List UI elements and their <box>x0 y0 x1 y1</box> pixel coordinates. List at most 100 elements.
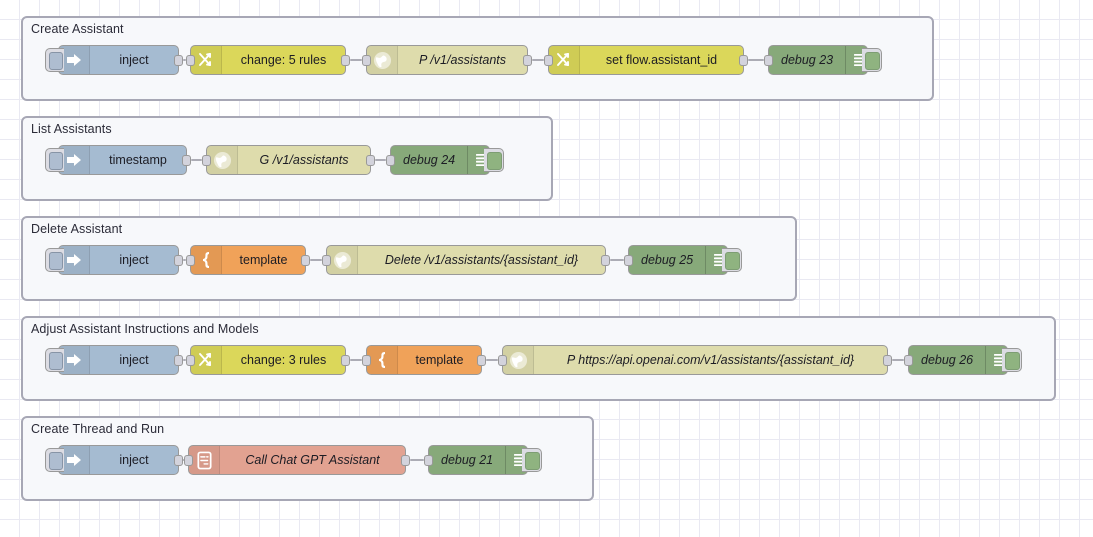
node-link-wire[interactable] <box>183 59 186 61</box>
inject-trigger-button[interactable] <box>45 248 64 272</box>
node-label: debug 24 <box>403 153 456 167</box>
node-input-port[interactable] <box>362 355 371 366</box>
node-link-wire[interactable] <box>310 259 322 261</box>
node-output-port[interactable] <box>174 55 183 66</box>
node-input-port[interactable] <box>904 355 913 366</box>
debug-toggle-button[interactable] <box>862 48 882 72</box>
node-input-port[interactable] <box>544 55 553 66</box>
debug-toggle-button[interactable] <box>484 148 504 172</box>
node-inject[interactable]: inject <box>45 45 183 75</box>
inject-arrow-icon <box>59 146 90 174</box>
node-link-wire[interactable] <box>183 459 184 461</box>
node-http-request[interactable]: P https://api.openai.com/v1/assistants/{… <box>498 345 892 375</box>
node-inject[interactable]: inject <box>45 345 183 375</box>
node-input-port[interactable] <box>424 455 433 466</box>
node-label: debug 25 <box>641 253 694 267</box>
node-output-port[interactable] <box>174 255 183 266</box>
node-change[interactable]: change: 5 rules <box>186 45 350 75</box>
node-output-port[interactable] <box>341 355 350 366</box>
node-label: inject <box>119 353 149 367</box>
node-input-port[interactable] <box>186 355 195 366</box>
node-label: template <box>415 353 464 367</box>
node-inject[interactable]: timestamp <box>45 145 191 175</box>
node-label: G /v1/assistants <box>259 153 349 167</box>
node-output-port[interactable] <box>174 355 183 366</box>
node-input-port[interactable] <box>386 155 395 166</box>
node-output-port[interactable] <box>523 55 532 66</box>
node-input-port[interactable] <box>202 155 211 166</box>
node-input-port[interactable] <box>184 455 193 466</box>
node-output-port[interactable] <box>401 455 410 466</box>
node-input-port[interactable] <box>498 355 507 366</box>
inject-trigger-button[interactable] <box>45 148 64 172</box>
node-link-wire[interactable] <box>410 459 424 461</box>
node-label: set flow.assistant_id <box>605 53 718 67</box>
node-link-wire[interactable] <box>532 59 544 61</box>
group-label: Create Assistant <box>31 22 124 36</box>
node-inject[interactable]: inject <box>45 445 183 475</box>
node-inject[interactable]: inject <box>45 245 183 275</box>
node-link-wire[interactable] <box>183 359 186 361</box>
node-http-request[interactable]: Delete /v1/assistants/{assistant_id} <box>322 245 610 275</box>
inject-trigger-button[interactable] <box>45 448 64 472</box>
node-input-port[interactable] <box>764 55 773 66</box>
node-link-wire[interactable] <box>610 259 624 261</box>
node-http-request[interactable]: G /v1/assistants <box>202 145 375 175</box>
node-output-port[interactable] <box>174 455 183 466</box>
node-input-port[interactable] <box>322 255 331 266</box>
node-output-port[interactable] <box>739 55 748 66</box>
node-output-port[interactable] <box>301 255 310 266</box>
inject-trigger-button[interactable] <box>45 348 64 372</box>
node-link-wire[interactable] <box>375 159 386 161</box>
node-output-port[interactable] <box>477 355 486 366</box>
debug-toggle-button[interactable] <box>522 448 542 472</box>
node-change[interactable]: change: 3 rules <box>186 345 350 375</box>
node-input-port[interactable] <box>624 255 633 266</box>
node-http-request[interactable]: P /v1/assistants <box>362 45 532 75</box>
inject-arrow-icon <box>59 346 90 374</box>
node-link-wire[interactable] <box>183 259 186 261</box>
node-output-port[interactable] <box>601 255 610 266</box>
node-label: inject <box>119 253 149 267</box>
node-template[interactable]: template <box>186 245 310 275</box>
node-label: inject <box>119 53 149 67</box>
node-link-wire[interactable] <box>350 59 362 61</box>
inject-trigger-button[interactable] <box>45 48 64 72</box>
node-input-port[interactable] <box>186 255 195 266</box>
change-swap-icon <box>191 346 222 374</box>
node-link-wire[interactable] <box>191 159 202 161</box>
node-debug[interactable]: debug 24 <box>386 145 504 175</box>
node-set-flow[interactable]: set flow.assistant_id <box>544 45 748 75</box>
change-swap-icon <box>191 46 222 74</box>
node-debug[interactable]: debug 23 <box>764 45 882 75</box>
node-label: Delete /v1/assistants/{assistant_id} <box>384 253 579 267</box>
node-template[interactable]: template <box>362 345 486 375</box>
template-brace-icon <box>367 346 398 374</box>
inject-arrow-icon <box>59 46 90 74</box>
node-link-wire[interactable] <box>892 359 904 361</box>
node-output-port[interactable] <box>182 155 191 166</box>
function-icon <box>189 446 220 474</box>
node-debug[interactable]: debug 21 <box>424 445 542 475</box>
node-input-port[interactable] <box>362 55 371 66</box>
node-label: P https://api.openai.com/v1/assistants/{… <box>566 353 855 367</box>
node-debug[interactable]: debug 25 <box>624 245 742 275</box>
node-output-port[interactable] <box>883 355 892 366</box>
node-input-port[interactable] <box>186 55 195 66</box>
node-link-wire[interactable] <box>350 359 362 361</box>
group-label: Adjust Assistant Instructions and Models <box>31 322 259 336</box>
debug-toggle-button[interactable] <box>722 248 742 272</box>
node-link-wire[interactable] <box>748 59 764 61</box>
node-label: template <box>239 253 288 267</box>
node-label: P /v1/assistants <box>418 53 507 67</box>
node-link-wire[interactable] <box>486 359 498 361</box>
globe-icon <box>367 46 398 74</box>
change-swap-icon <box>549 46 580 74</box>
debug-toggle-button[interactable] <box>1002 348 1022 372</box>
node-output-port[interactable] <box>341 55 350 66</box>
node-label: inject <box>119 453 149 467</box>
node-chatgpt-call[interactable]: Call Chat GPT Assistant <box>184 445 410 475</box>
node-output-port[interactable] <box>366 155 375 166</box>
node-debug[interactable]: debug 26 <box>904 345 1022 375</box>
